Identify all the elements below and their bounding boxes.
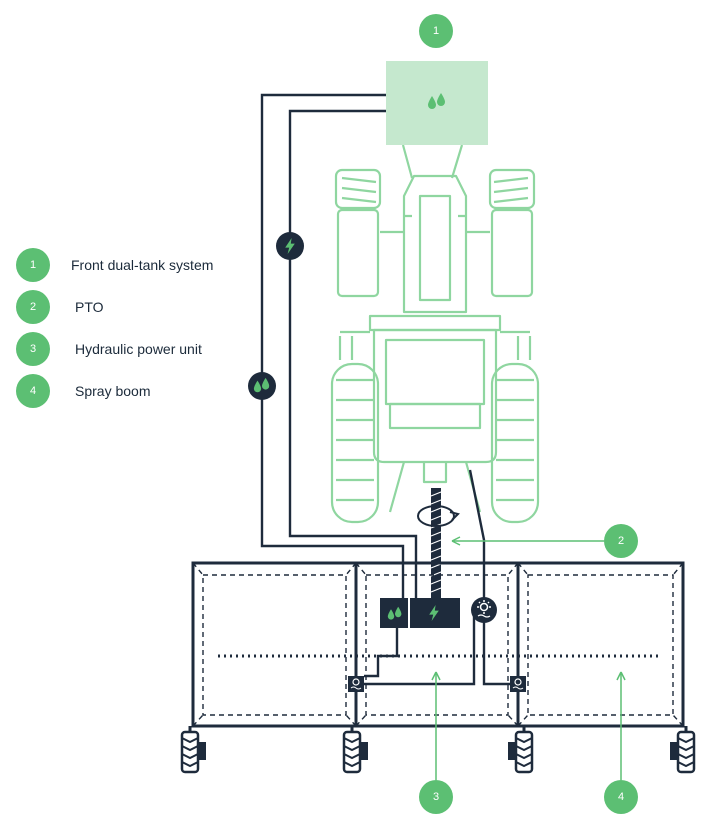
svg-text:3: 3 [433, 791, 439, 803]
supply-lines [260, 93, 520, 686]
svg-text:1: 1 [30, 259, 36, 271]
legend-label: Front dual-tank system [71, 257, 213, 273]
svg-text:4: 4 [618, 791, 624, 803]
callout-boom: 4 [604, 671, 638, 814]
pto-shaft [417, 488, 460, 600]
svg-text:3: 3 [30, 343, 36, 355]
svg-text:4: 4 [30, 385, 36, 397]
callout-front-tank: 1 [419, 14, 453, 48]
legend-item: 4 Spray boom [16, 374, 150, 408]
pump-icon [509, 675, 527, 693]
legend-label: Hydraulic power unit [75, 341, 202, 357]
legend: 1 Front dual-tank system 2 PTO 3 Hydraul… [16, 248, 213, 408]
legend-label: PTO [75, 299, 104, 315]
lightning-icon [276, 232, 304, 260]
front-tank [386, 61, 488, 145]
legend-marker [16, 290, 50, 324]
svg-text:1: 1 [433, 25, 439, 37]
tractor-illustration [330, 144, 540, 524]
tire-icon [670, 726, 696, 774]
svg-text:2: 2 [30, 301, 36, 313]
legend-label: Spray boom [75, 383, 150, 399]
tire-icon [342, 726, 368, 774]
droplets-icon [248, 372, 276, 400]
callout-pto: 2 [451, 524, 638, 558]
water-pump-unit [380, 598, 408, 628]
tire-icon [180, 726, 206, 774]
hydraulic-power-unit [410, 598, 460, 628]
pump-icon [347, 675, 365, 693]
legend-item: 2 PTO [16, 290, 104, 324]
callout-hydraulic: 3 [419, 671, 453, 814]
svg-text:2: 2 [618, 535, 624, 547]
legend-item: 3 Hydraulic power unit [16, 332, 202, 366]
legend-item: 1 Front dual-tank system [16, 248, 213, 282]
legend-marker [16, 374, 50, 408]
legend-marker [16, 248, 50, 282]
tire-icon [508, 726, 534, 774]
gear-waves-icon [471, 597, 497, 623]
spray-boom [191, 561, 685, 728]
legend-marker [16, 332, 50, 366]
